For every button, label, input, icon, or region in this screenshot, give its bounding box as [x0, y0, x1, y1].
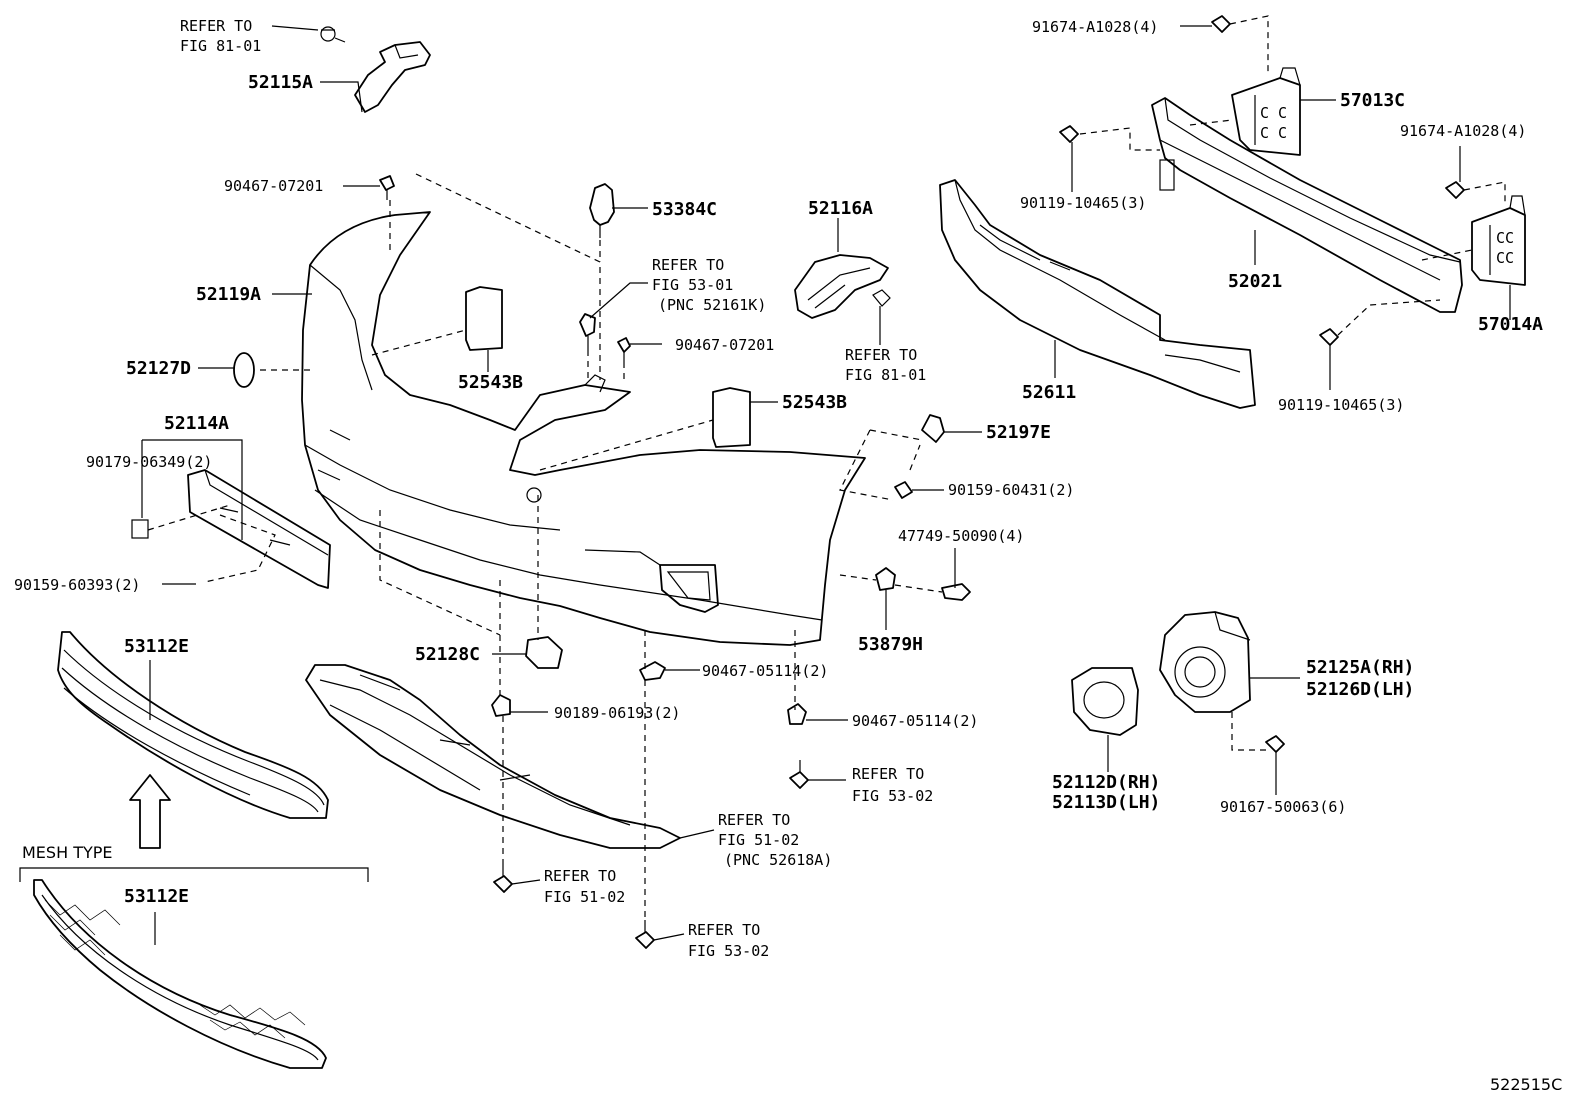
label-52113D: 52113D(LH): [1052, 792, 1160, 813]
bracket-57013C-drawing: C C C C: [1231, 67, 1301, 156]
clip-53384C-drawing: [589, 183, 615, 238]
label-refer-81-01-mid-1: REFER TO: [845, 346, 917, 364]
retainer-90467-05114-b-drawing: [787, 703, 807, 725]
bolt-90119-10465-a-drawing: [1059, 125, 1079, 143]
label-53112E-a: 53112E: [124, 636, 189, 657]
up-arrow-drawing: [129, 774, 171, 849]
label-52116A: 52116A: [808, 198, 873, 219]
label-52128C: 52128C: [415, 644, 480, 665]
label-52021: 52021: [1228, 271, 1282, 292]
retainer-53879H-drawing: [875, 567, 896, 591]
label-91674-A1028-b: 91674-A1028(4): [1400, 122, 1526, 140]
absorber-52611-drawing: [939, 179, 1256, 409]
label-refer-53-01-3: (PNC 52161K): [658, 296, 766, 314]
label-52126D: 52126D(LH): [1306, 679, 1414, 700]
label-refer-51-02-2: FIG 51-02: [544, 888, 625, 906]
dashed-guides: [147, 15, 1506, 920]
pad-52543B-right-drawing: [712, 387, 751, 448]
plate-52114A-drawing: [131, 469, 331, 589]
label-53879H: 53879H: [858, 634, 923, 655]
screw-refer-53-02-a-drawing: [789, 760, 809, 789]
label-57014A: 57014A: [1478, 314, 1543, 335]
label-90467-05114-a: 90467-05114(2): [702, 662, 828, 680]
label-refer-53-01-1: REFER TO: [652, 256, 724, 274]
label-90467-07201-b: 90467-07201: [675, 336, 774, 354]
screw-90467-07201-b-drawing: [617, 337, 631, 362]
undercover-52618A-drawing: [305, 664, 681, 849]
screw-47749-50090-drawing: [941, 583, 971, 601]
retainer-90189-06193-drawing: [491, 694, 511, 717]
label-refer-53-02-b-2: FIG 53-02: [688, 942, 769, 960]
fog-bezel-52112D-drawing: [1071, 667, 1139, 736]
svg-text:CC: CC: [1496, 249, 1514, 267]
label-90179-06349: 90179-06349(2): [86, 453, 212, 471]
labels: REFER TO FIG 81-01 52115A 90467-07201 53…: [14, 17, 1562, 1094]
label-52543B-b: 52543B: [782, 392, 847, 413]
bolt-91674-A1028-b-drawing: [1445, 181, 1465, 199]
clip-52161K-drawing: [579, 313, 596, 350]
screw-90159-60431-drawing: [894, 481, 913, 499]
label-52127D: 52127D: [126, 358, 191, 379]
label-90467-07201-a: 90467-07201: [224, 177, 323, 195]
label-52611: 52611: [1022, 382, 1076, 403]
bolt-91674-A1028-a-drawing: [1211, 15, 1231, 33]
bolt-90119-10465-b-drawing: [1319, 328, 1339, 346]
label-refer-53-02-a-1: REFER TO: [852, 765, 924, 783]
label-refer-81-01-top-1: REFER TO: [180, 17, 252, 35]
label-53112E-b: 53112E: [124, 886, 189, 907]
svg-text:C C: C C: [1260, 104, 1287, 122]
bracket-57014A-drawing: CC CC: [1471, 195, 1526, 286]
reinforcement-52021-drawing: [1151, 97, 1463, 313]
label-refer-53-02-b-1: REFER TO: [688, 921, 760, 939]
bracket-52115A-drawing: [320, 26, 431, 113]
leader-lines: [141, 25, 1511, 945]
label-52197E: 52197E: [986, 422, 1051, 443]
label-52119A: 52119A: [196, 284, 261, 305]
retainer-90467-05114-a-drawing: [639, 661, 666, 681]
bumper-cover-52119A-drawing: [301, 211, 866, 646]
label-90189-06193: 90189-06193(2): [554, 704, 680, 722]
label-refer-81-01-top-2: FIG 81-01: [180, 37, 261, 55]
label-refer-51-02-pnc-2: FIG 51-02: [718, 831, 799, 849]
pad-52543B-left-drawing: [465, 286, 503, 351]
label-90159-60393: 90159-60393(2): [14, 576, 140, 594]
label-90119-10465-b: 90119-10465(3): [1278, 396, 1404, 414]
svg-text:C C: C C: [1260, 124, 1287, 142]
cap-52127D-drawing: [233, 352, 255, 388]
label-90467-05114-b: 90467-05114(2): [852, 712, 978, 730]
screw-90467-07201-a-drawing: [379, 175, 395, 200]
label-52543B-a: 52543B: [458, 372, 523, 393]
bracket-52116A-drawing: [794, 254, 891, 319]
screw-refer-53-02-b-drawing: [635, 920, 655, 949]
label-mesh-type: MESH TYPE: [22, 843, 113, 862]
fog-lamp-52125A-drawing: [1159, 611, 1285, 753]
grille-53112E-drawing: [57, 631, 329, 819]
label-52114A: 52114A: [164, 413, 229, 434]
label-52115A: 52115A: [248, 72, 313, 93]
label-53384C: 53384C: [652, 199, 717, 220]
label-refer-51-02-pnc-3: (PNC 52618A): [724, 851, 832, 869]
label-57013C: 57013C: [1340, 90, 1405, 111]
label-90167-50063: 90167-50063(6): [1220, 798, 1346, 816]
label-90119-10465-a: 90119-10465(3): [1020, 194, 1146, 212]
label-refer-53-02-a-2: FIG 53-02: [852, 787, 933, 805]
label-90159-60431: 90159-60431(2): [948, 481, 1074, 499]
label-47749-50090: 47749-50090(4): [898, 527, 1024, 545]
grille-mesh-53112E-drawing: [33, 879, 327, 1069]
label-52125A: 52125A(RH): [1306, 657, 1414, 678]
label-refer-51-02-1: REFER TO: [544, 867, 616, 885]
diagram-id: 522515C: [1490, 1075, 1562, 1094]
label-52112D: 52112D(RH): [1052, 772, 1160, 793]
label-91674-A1028-a: 91674-A1028(4): [1032, 18, 1158, 36]
clip-52197E-drawing: [921, 414, 945, 443]
mesh-type-bracket: [19, 867, 369, 882]
label-refer-53-01-2: FIG 53-01: [652, 276, 733, 294]
label-refer-51-02-pnc-1: REFER TO: [718, 811, 790, 829]
label-refer-81-01-mid-2: FIG 81-01: [845, 366, 926, 384]
svg-text:CC: CC: [1496, 229, 1514, 247]
cap-52128C-drawing: [525, 636, 563, 669]
screw-refer-51-02-drawing: [493, 864, 513, 893]
